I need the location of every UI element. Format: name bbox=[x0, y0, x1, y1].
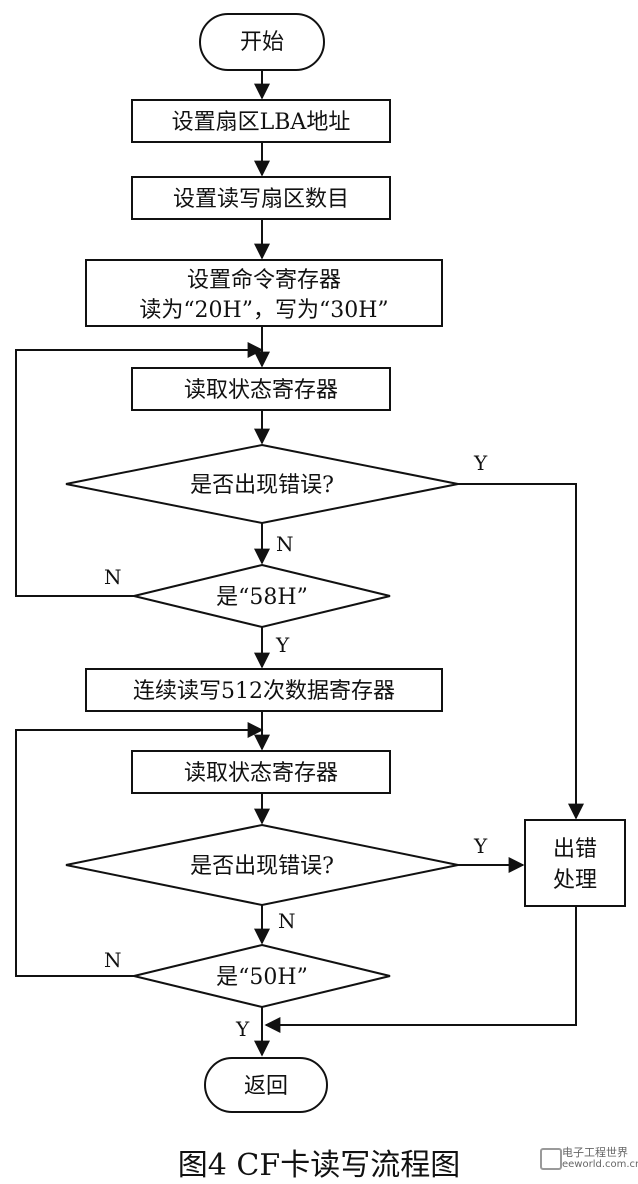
edge-c58-loop bbox=[15, 342, 264, 597]
set-count-label: 设置读写扇区数目 bbox=[173, 187, 349, 212]
edge-error-return bbox=[264, 906, 577, 1033]
error-check2-label: 是否出现错误? bbox=[190, 854, 334, 879]
c58-no-label: N bbox=[104, 565, 122, 589]
return-terminal bbox=[204, 1057, 328, 1113]
rw-data-label: 连续读写512次数据寄存器 bbox=[133, 679, 395, 704]
error-handling-box bbox=[524, 819, 626, 907]
return-label: 返回 bbox=[244, 1074, 288, 1099]
set-cmd-label-line2: 读为“20H”，写为“30H” bbox=[139, 298, 388, 323]
edge-c50-loop bbox=[15, 722, 264, 977]
c58-yes-label: Y bbox=[275, 633, 290, 657]
c50-no-label: N bbox=[104, 948, 122, 972]
err2-yes-label: Y bbox=[473, 834, 488, 858]
error-handling-label-line2: 处理 bbox=[553, 868, 597, 893]
set-cmd-box bbox=[85, 259, 443, 327]
error-check1-label: 是否出现错误? bbox=[190, 473, 334, 498]
figure-caption: 图4 CF卡读写流程图 bbox=[177, 1148, 461, 1183]
rw-data-box bbox=[85, 668, 443, 712]
err2-no-label: N bbox=[278, 909, 296, 933]
watermark-line2: eeworld.com.cn bbox=[562, 1159, 638, 1170]
error-handling-label-line1: 出错 bbox=[553, 837, 597, 862]
watermark: 电子工程世界 eeworld.com.cn bbox=[536, 1140, 638, 1180]
read-status1-label: 读取状态寄存器 bbox=[184, 378, 338, 403]
check-58h-label: 是“58H” bbox=[216, 585, 308, 610]
err1-no-label: N bbox=[276, 532, 294, 556]
watermark-line1: 电子工程世界 bbox=[562, 1146, 628, 1159]
set-lba-label: 设置扇区LBA地址 bbox=[172, 110, 351, 135]
err1-yes-label: Y bbox=[473, 451, 488, 475]
check-50h-label: 是“50H” bbox=[216, 965, 308, 990]
start-label: 开始 bbox=[240, 30, 284, 55]
flowchart: 开始 设置扇区LBA地址 设置读写扇区数目 设置命令寄存器 读为“20H”，写为… bbox=[15, 13, 626, 1113]
set-cmd-label-line1: 设置命令寄存器 bbox=[187, 268, 341, 293]
logo-icon bbox=[540, 1148, 562, 1170]
c50-yes-label: Y bbox=[235, 1017, 250, 1041]
read-status2-label: 读取状态寄存器 bbox=[184, 761, 338, 786]
edge-err1-error bbox=[458, 483, 584, 820]
